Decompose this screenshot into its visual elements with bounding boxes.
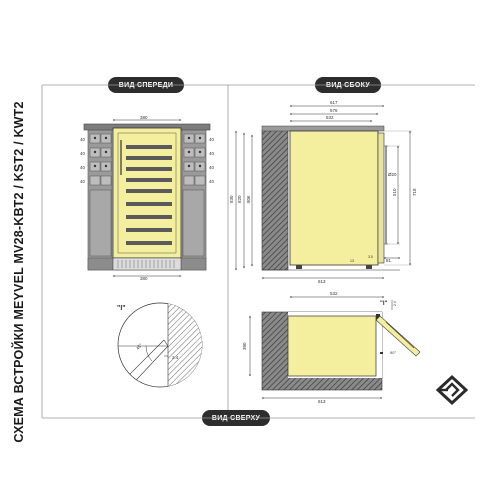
svg-text:Ø20: Ø20 <box>388 172 397 177</box>
open-door <box>375 314 421 357</box>
svg-text:613: 613 <box>318 279 326 284</box>
svg-text:40: 40 <box>209 137 215 142</box>
svg-text:532: 532 <box>326 115 334 120</box>
svg-text:3.5: 3.5 <box>368 255 373 259</box>
svg-text:40: 40 <box>80 137 86 142</box>
meyvel-logo-icon <box>435 374 469 406</box>
svg-text:380: 380 <box>242 342 247 350</box>
top-appliance-body <box>287 315 377 377</box>
front-bottom-width: 380 <box>140 276 148 281</box>
svg-text:830: 830 <box>229 195 234 203</box>
svg-text:40: 40 <box>209 165 215 170</box>
side-back-wall <box>261 129 289 271</box>
side-appliance-body <box>289 130 379 266</box>
svg-text:90°: 90° <box>390 350 396 355</box>
front-view: 380 380 40 40 40 40 40 40 40 40 <box>80 115 215 281</box>
svg-text:40: 40 <box>80 151 86 156</box>
top-view: 532 380 613 "I" 2.4 90° <box>242 291 421 404</box>
svg-text:"I": "I" <box>117 305 126 312</box>
svg-text:617: 617 <box>330 100 338 105</box>
svg-text:2.4: 2.4 <box>393 301 397 306</box>
svg-text:40: 40 <box>80 179 86 184</box>
svg-text:576: 576 <box>330 108 338 113</box>
svg-text:40: 40 <box>209 179 215 184</box>
svg-text:"I": "I" <box>380 301 388 307</box>
svg-text:81: 81 <box>386 258 392 263</box>
svg-text:40: 40 <box>80 165 86 170</box>
front-top-width: 380 <box>140 115 148 120</box>
svg-text:613: 613 <box>318 399 326 404</box>
svg-text:532: 532 <box>330 291 338 296</box>
svg-text:806: 806 <box>246 195 251 203</box>
svg-text:718: 718 <box>412 188 417 196</box>
svg-text:2.4: 2.4 <box>172 355 179 360</box>
frame-lines <box>41 84 475 419</box>
svg-text:40: 40 <box>209 151 215 156</box>
svg-text:13: 13 <box>350 259 354 263</box>
svg-text:820: 820 <box>237 195 242 203</box>
svg-text:510: 510 <box>392 188 397 196</box>
svg-text:45°: 45° <box>135 342 143 350</box>
detail-view: "I" 2.4 45° <box>117 302 203 388</box>
side-view: 617 576 532 613 830 820 806 510 718 Ø20 … <box>229 100 417 284</box>
